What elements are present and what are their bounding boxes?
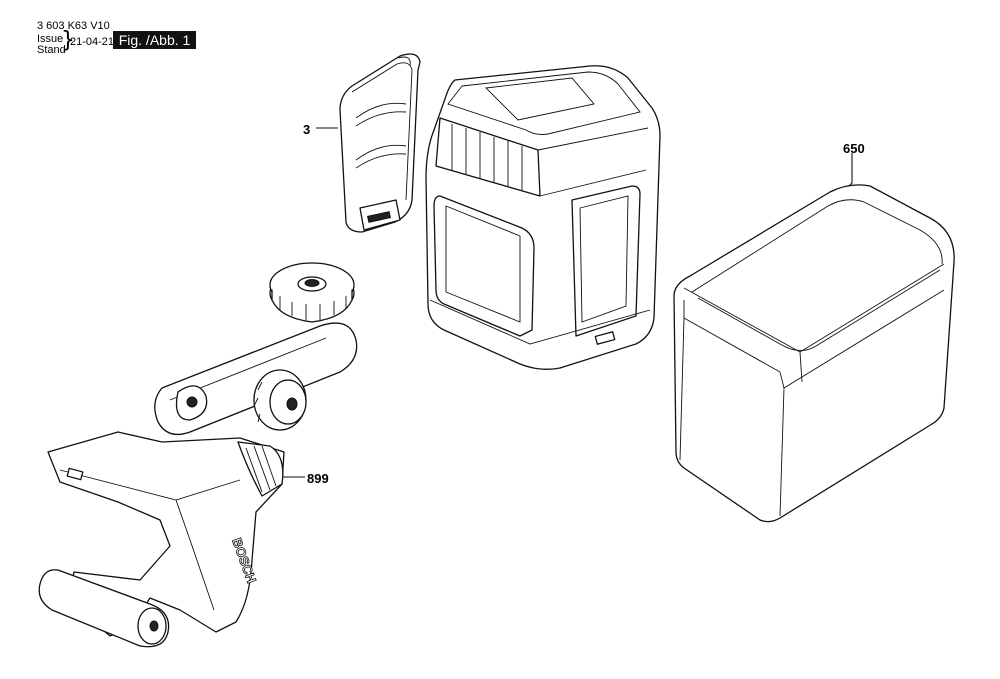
pouch-part-650 bbox=[673, 184, 955, 523]
callout-650: 650 bbox=[843, 141, 865, 156]
battery-cover-part-3 bbox=[339, 53, 421, 233]
callout-899: 899 bbox=[307, 471, 329, 486]
brace-glyph: } bbox=[61, 28, 75, 53]
stand-label: Stand bbox=[37, 44, 66, 56]
clamp-mount-part-899 bbox=[38, 262, 358, 648]
issue-label: Issue bbox=[37, 33, 64, 45]
figure-label: Fig. /Abb. 1 bbox=[113, 31, 196, 49]
laser-level-body bbox=[425, 65, 661, 370]
document-number: 3 603 K63 V10 bbox=[37, 20, 110, 32]
callout-3: 3 bbox=[303, 122, 311, 137]
issue-date: 21-04-21 bbox=[70, 36, 115, 48]
